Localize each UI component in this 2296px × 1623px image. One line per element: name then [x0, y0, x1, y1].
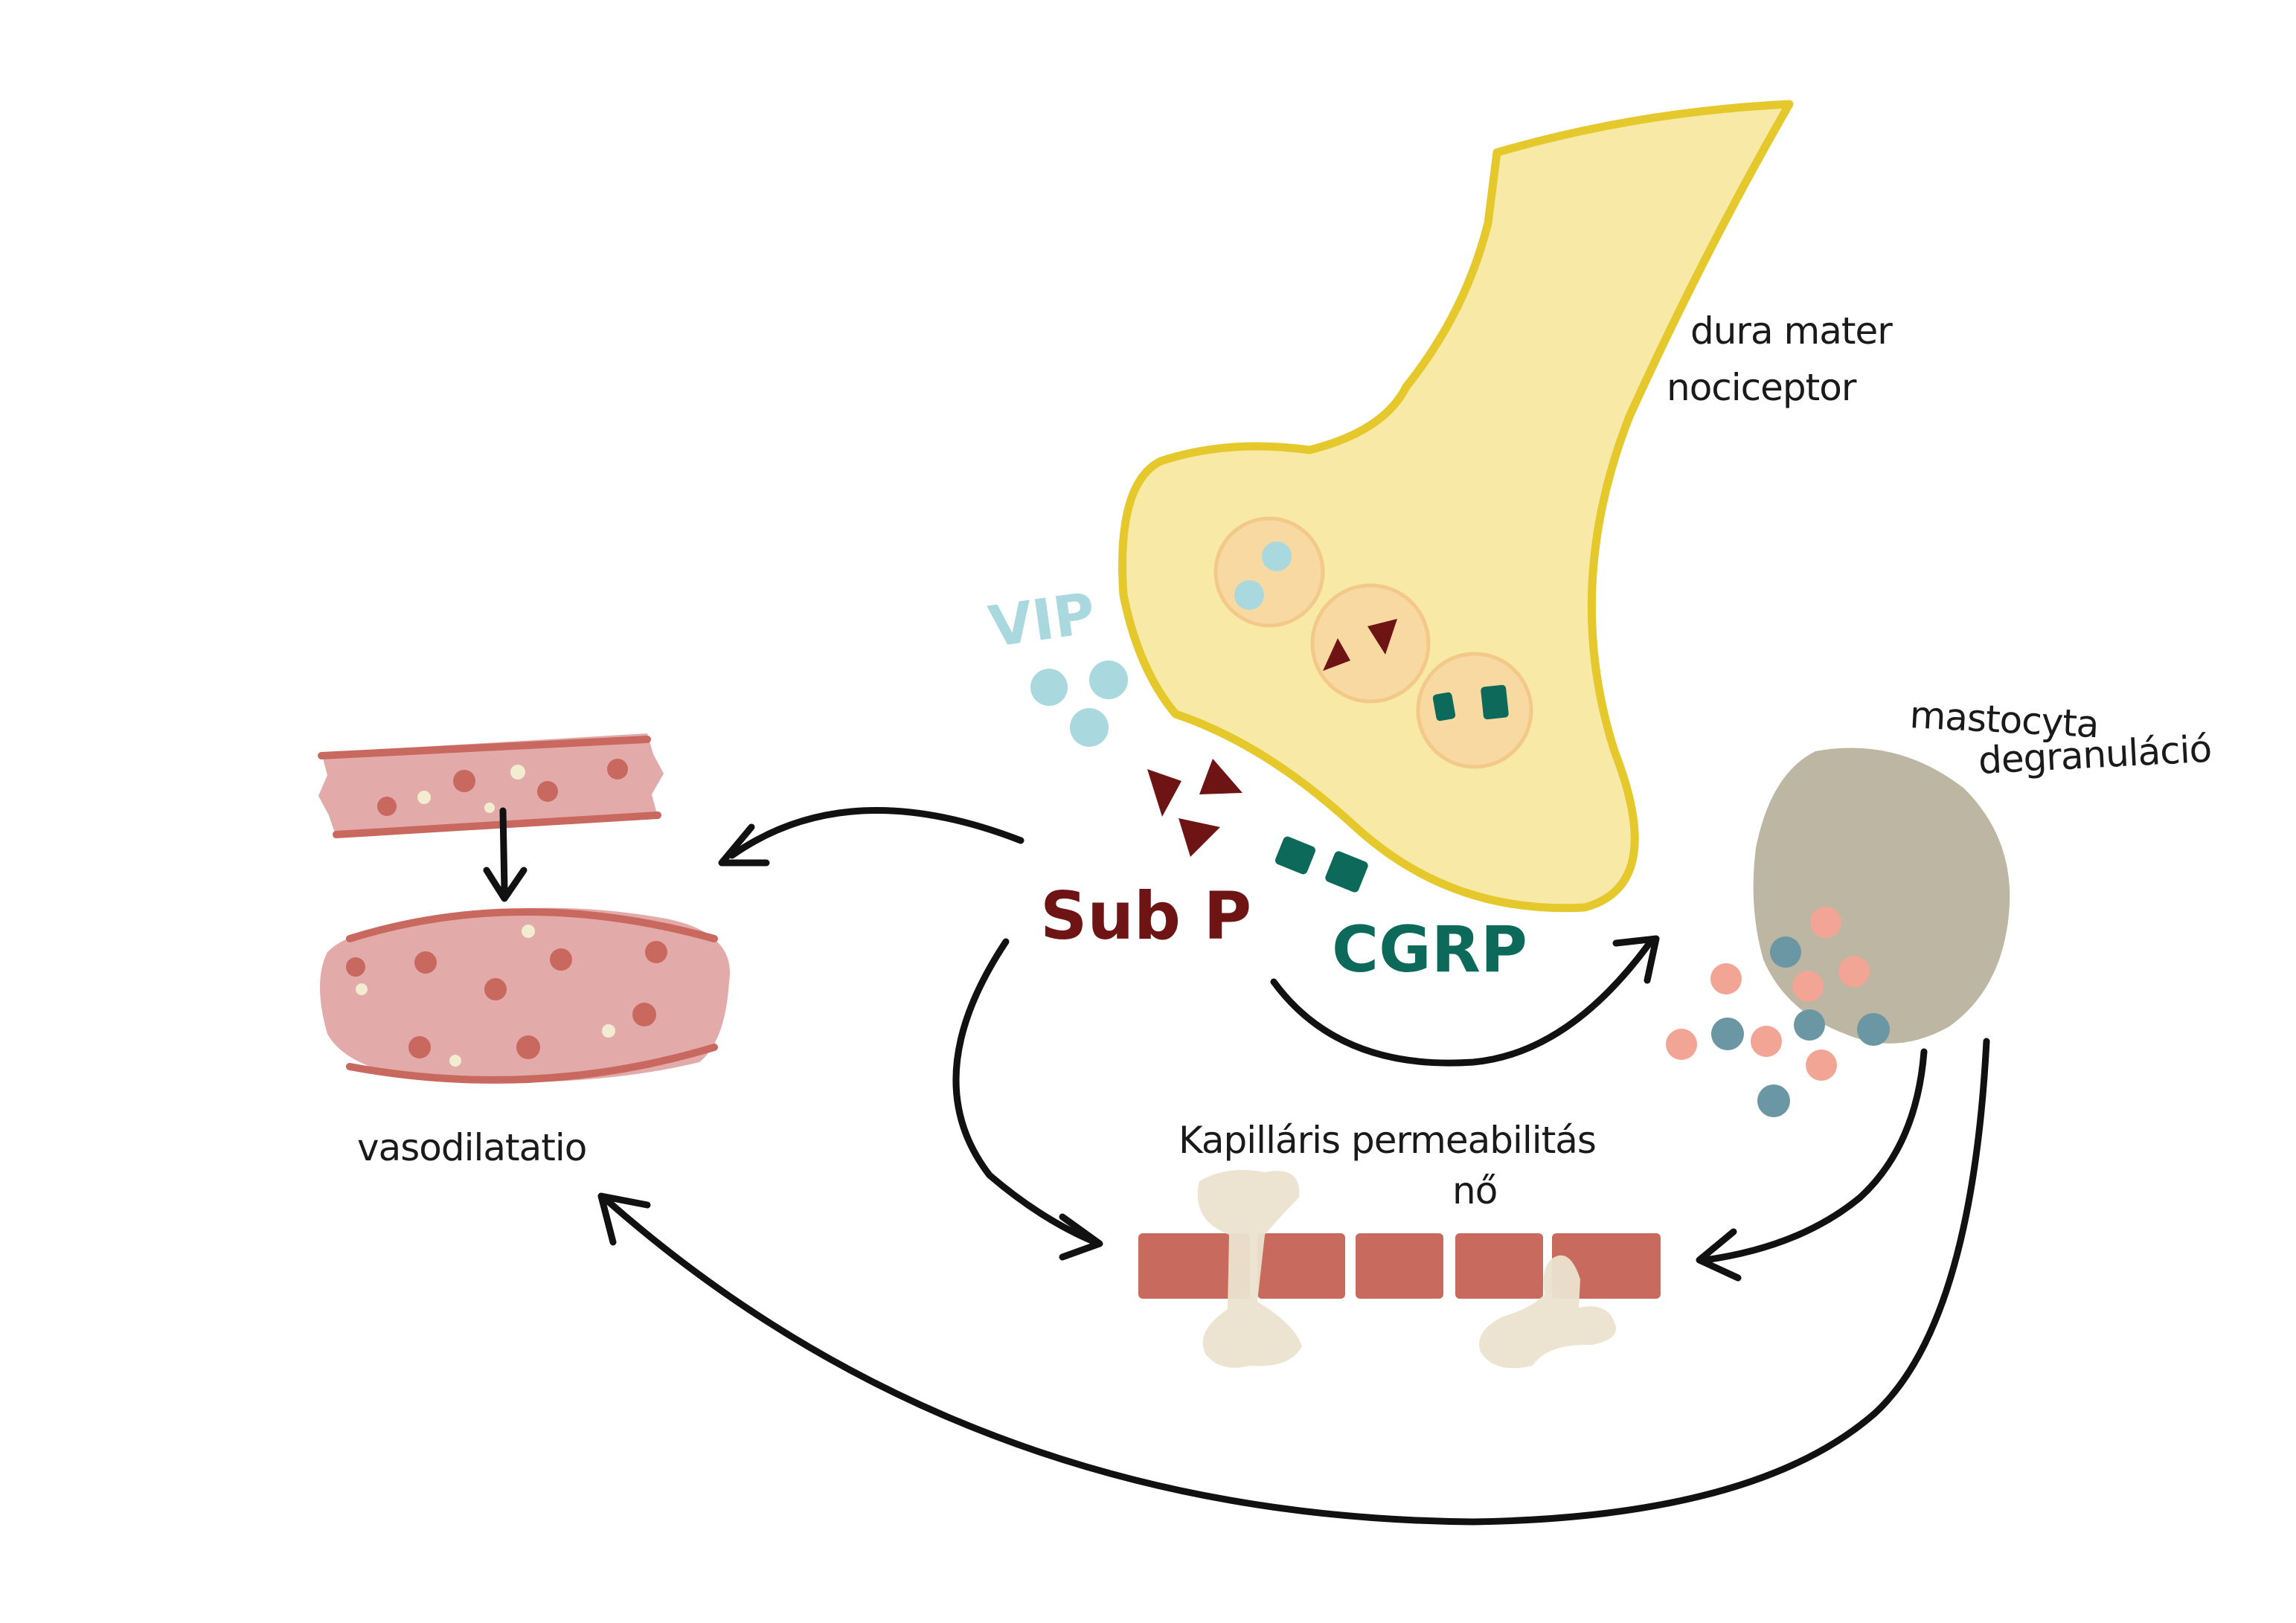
cgrp-vesicle: [1416, 652, 1533, 769]
narrow-vessel: [318, 733, 664, 838]
dilated-vessel: [320, 907, 730, 1084]
arrow-to-vasodilatation: [728, 807, 1024, 859]
sub-p-label: Sub P: [1040, 878, 1251, 954]
arrowhead: [718, 823, 770, 867]
permeability-label-line1: Kapilláris permeabilitás: [1179, 1119, 1596, 1162]
sub-p-vesicle: [1310, 583, 1431, 704]
arrow-to-permeability: [952, 938, 1099, 1246]
mastocyte-granules: [1666, 907, 1890, 1117]
arrowhead: [1059, 1213, 1103, 1261]
vip-group: VIP: [985, 579, 1128, 747]
mastocyte-label-line1: mastocyta: [1908, 693, 2100, 746]
vasodilatation-label: vasodilatatio: [357, 1126, 586, 1169]
sub-p-molecule: [1199, 759, 1242, 794]
mastocyte: mastocyta degranuláció: [1666, 693, 2213, 1117]
dilation-arrowhead: [483, 867, 527, 902]
capillary-permeability: Kapilláris permeabilitás nő: [1138, 1119, 1661, 1369]
arrows: [597, 807, 1990, 1526]
cgrp-group: CGRP: [1274, 836, 1527, 987]
sub-p-molecule: [1147, 769, 1181, 817]
arrowhead: [1696, 1228, 1742, 1282]
vip-vesicle: [1213, 516, 1325, 628]
vip-molecule: [1030, 669, 1068, 706]
arrow-to-mastocyte: [1270, 936, 1655, 1067]
permeability-label-line2: nő: [1452, 1169, 1497, 1212]
plasma-leak: [1197, 1169, 1302, 1368]
arrowhead: [597, 1192, 651, 1246]
cgrp-molecule: [1274, 836, 1316, 875]
plasma-leak: [1479, 1255, 1616, 1369]
mastocyte-cell: [1753, 748, 2010, 1044]
nociceptor-label-line1: dura mater: [1690, 309, 1893, 353]
vip-molecule: [1070, 708, 1109, 747]
cgrp-label: CGRP: [1332, 913, 1527, 987]
arrowhead: [1612, 935, 1660, 984]
sub-p-molecule: [1179, 818, 1220, 857]
arrow-mastocyte-to-permeability: [1702, 1048, 1928, 1264]
arrow-mastocyte-to-vasodilatation: [603, 1038, 1990, 1526]
vip-molecule: [1089, 661, 1128, 699]
dura-mater-nociceptor: dura mater nociceptor: [1118, 100, 1893, 913]
vip-label: VIP: [985, 579, 1100, 660]
nociceptor-label-line2: nociceptor: [1667, 366, 1857, 409]
vasodilatation: vasodilatatio: [318, 733, 730, 1169]
dilation-arrow: [499, 807, 508, 893]
capillary-wall: [1138, 1233, 1661, 1299]
sub-p-group: Sub P: [1040, 759, 1251, 954]
nociceptor-body: [1118, 100, 1794, 913]
cgrp-molecule: [1325, 851, 1368, 893]
